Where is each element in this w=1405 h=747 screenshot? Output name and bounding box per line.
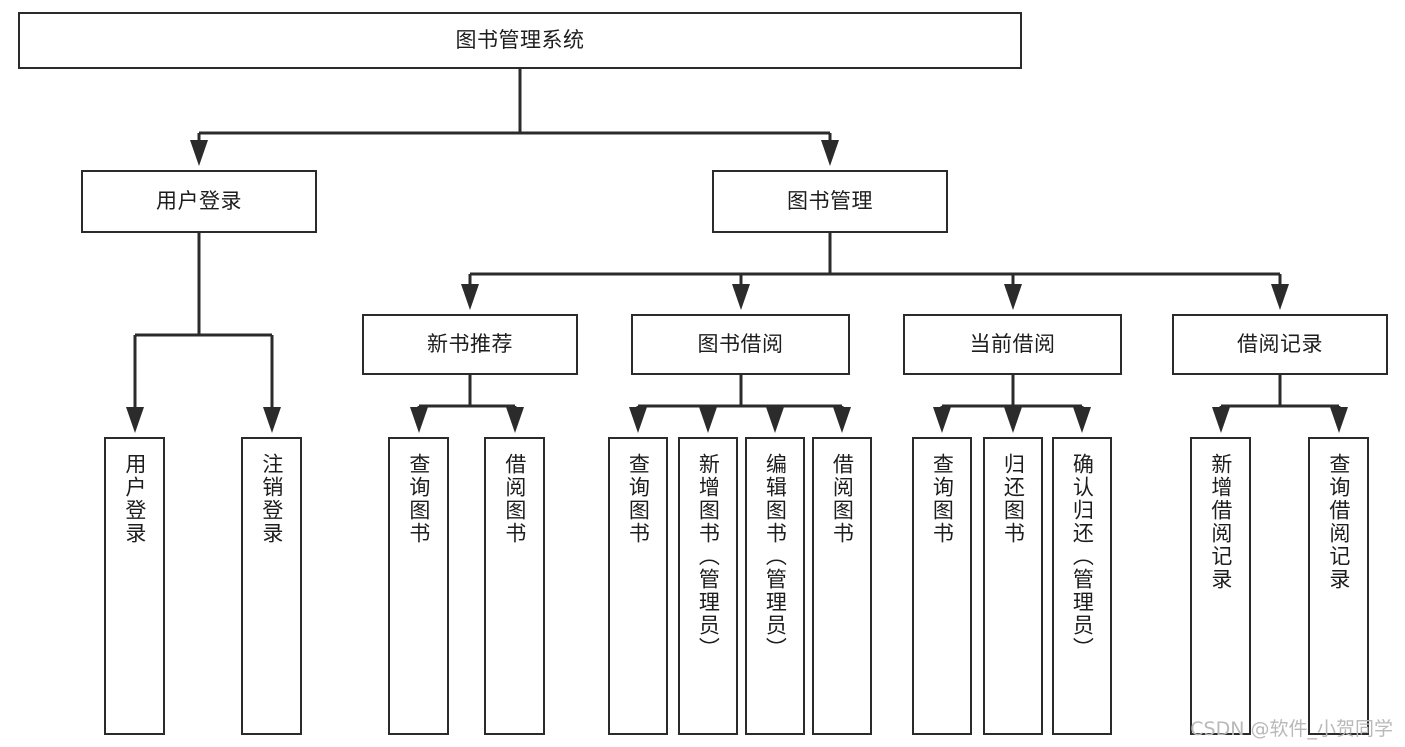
- node-leaf-bor-query-book[interactable]: 查询图书: [608, 437, 668, 735]
- node-current-borrow[interactable]: 当前借阅: [903, 314, 1122, 375]
- node-leaf-cur-confirm[interactable]: 确认归还（管理员）: [1052, 437, 1112, 735]
- node-label: 查询图书: [626, 453, 651, 545]
- node-label: 新增借阅记录: [1208, 453, 1233, 591]
- node-label: 查询图书: [406, 453, 431, 545]
- watermark-text: CSDN @软件_小贺同学: [1190, 718, 1393, 740]
- node-book-manage[interactable]: 图书管理: [712, 170, 948, 233]
- node-leaf-rec-add-record[interactable]: 新增借阅记录: [1190, 437, 1251, 735]
- node-root[interactable]: 图书管理系统: [18, 12, 1022, 69]
- node-label: 当前借阅: [969, 332, 1056, 357]
- node-label: 新增图书（管理员）: [696, 453, 721, 660]
- node-label: 用户登录: [122, 453, 147, 545]
- node-leaf-bor-edit-book[interactable]: 编辑图书（管理员）: [745, 437, 805, 735]
- node-leaf-cur-return-book[interactable]: 归还图书: [983, 437, 1043, 735]
- node-leaf-rec-query-record[interactable]: 查询借阅记录: [1308, 437, 1369, 735]
- node-label: 用户登录: [156, 189, 242, 214]
- node-book-borrow[interactable]: 图书借阅: [631, 314, 850, 375]
- node-label: 查询借阅记录: [1326, 453, 1351, 591]
- node-leaf-rec-borrow-book[interactable]: 借阅图书: [484, 437, 545, 735]
- node-leaf-bor-add-book[interactable]: 新增图书（管理员）: [678, 437, 738, 735]
- node-label: 新书推荐: [427, 332, 513, 357]
- node-new-book-rec[interactable]: 新书推荐: [362, 314, 578, 375]
- node-leaf-cur-query-book[interactable]: 查询图书: [912, 437, 972, 735]
- node-label: 图书借阅: [697, 332, 784, 357]
- node-leaf-bor-borrow-book[interactable]: 借阅图书: [812, 437, 872, 735]
- node-label: 借阅图书: [502, 453, 527, 545]
- node-leaf-user-login[interactable]: 用户登录: [104, 437, 165, 735]
- node-label: 编辑图书（管理员）: [763, 453, 788, 660]
- node-label: 借阅图书: [830, 453, 855, 545]
- node-user-login[interactable]: 用户登录: [81, 170, 317, 233]
- node-label: 归还图书: [1001, 453, 1026, 545]
- node-borrow-record[interactable]: 借阅记录: [1172, 314, 1388, 375]
- node-label: 注销登录: [259, 453, 284, 545]
- node-label: 确认归还（管理员）: [1070, 453, 1095, 660]
- node-leaf-rec-query-book[interactable]: 查询图书: [388, 437, 449, 735]
- node-label: 图书管理: [787, 189, 873, 214]
- node-label: 借阅记录: [1237, 332, 1323, 357]
- node-label: 图书管理系统: [455, 28, 585, 53]
- node-leaf-user-logout[interactable]: 注销登录: [241, 437, 302, 735]
- node-label: 查询图书: [930, 453, 955, 545]
